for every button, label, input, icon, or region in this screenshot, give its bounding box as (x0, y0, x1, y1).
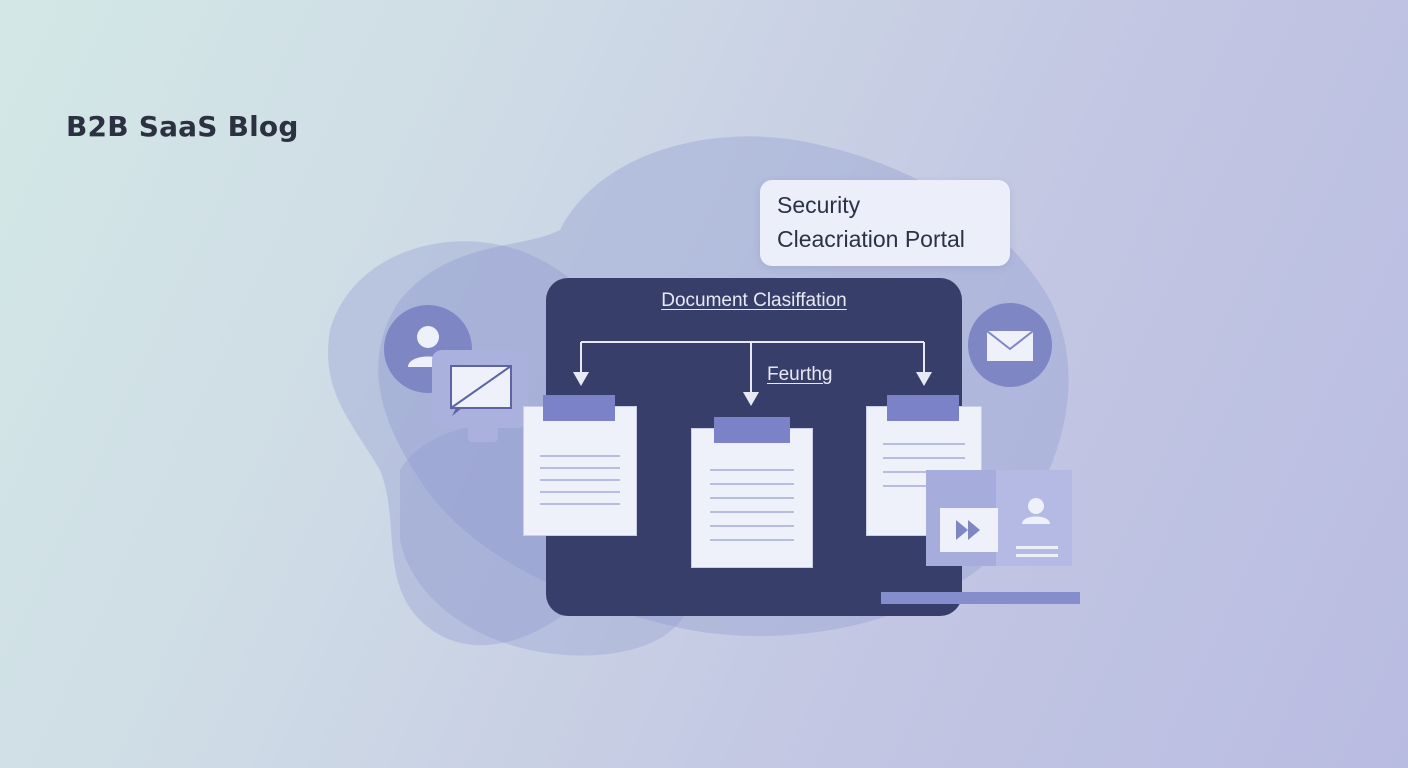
media-underbar (881, 592, 1080, 604)
document-tab (887, 395, 959, 421)
document-card-left (523, 395, 637, 536)
video-thumbnail (940, 508, 998, 552)
flow-connectors (573, 341, 932, 406)
profile-card (996, 470, 1072, 566)
branch-label: Feurthg (767, 364, 833, 385)
blog-title: B2B SaaS Blog (66, 110, 299, 143)
document-card-center (691, 417, 813, 568)
document-tab (543, 395, 615, 421)
callout-line-2: Cleacriation Portal (777, 226, 965, 252)
callout-line-1: Security (777, 192, 861, 218)
profile-icon (1016, 498, 1058, 557)
security-portal-callout: Security Cleacriation Portal (760, 180, 1010, 266)
chat-card-stem (468, 426, 498, 442)
panel-title: Document Clasiffation (661, 290, 847, 311)
document-tab (714, 417, 790, 443)
envelope-icon (986, 330, 1034, 361)
mail-circle (968, 303, 1052, 387)
chat-card (432, 350, 528, 428)
play-icon (956, 520, 980, 540)
chat-bubble-icon (450, 365, 512, 416)
document-classification-panel: Document Clasiffation Feurthg (523, 278, 982, 616)
